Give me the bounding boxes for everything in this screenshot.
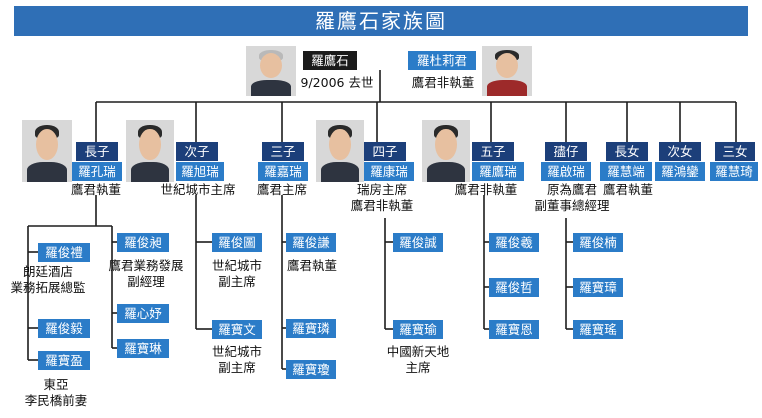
child-name: 羅啟瑞: [541, 162, 591, 181]
son1-photo: [22, 120, 72, 182]
child-role: 鷹君主席: [256, 182, 307, 197]
child-role: 世紀城市主席: [160, 182, 236, 197]
patriarch-photo: [246, 46, 296, 96]
child-role: 鷹君執董: [602, 182, 653, 197]
grandchild-name: 羅俊昶: [117, 233, 169, 252]
grandchild-name: 羅俊哲: [489, 278, 539, 297]
child-name: 羅慧琦: [710, 162, 758, 181]
grandchild-role: 鷹君執董: [286, 258, 337, 273]
grandchild-name: 羅俊謙: [286, 233, 336, 252]
grandchild-name: 羅俊羲: [489, 233, 539, 252]
child-tag: 四子: [364, 142, 406, 161]
child-tag: 次女: [659, 142, 701, 161]
child-tag: 長女: [606, 142, 648, 161]
child-role: 鷹君非執董: [454, 182, 518, 197]
child-name: 羅鷹瑞: [472, 162, 524, 181]
child-role: 瑞房主席 鷹君非執董: [350, 182, 414, 213]
child-role: 鷹君執董: [70, 182, 121, 197]
grandchild-role: 中國新天地 主席: [386, 344, 450, 375]
patriarch-note: 9/2006 去世: [300, 75, 374, 90]
grandchild-role: 朗廷酒店 業務拓展總監: [10, 264, 86, 295]
grandchild-name: 羅寶瑜: [393, 320, 443, 339]
patriarch-name: 羅鷹石: [303, 51, 357, 70]
grandchild-name: 羅寶恩: [489, 320, 539, 339]
grandchild-role: 世紀城市 副主席: [211, 344, 262, 375]
grandchild-name: 羅寶盈: [38, 351, 90, 370]
child-role: 原為鷹君 副董事總經理: [534, 182, 610, 213]
grandchild-name: 羅寶瓊: [286, 360, 336, 379]
son5-photo: [422, 120, 470, 182]
child-tag: 長子: [76, 142, 118, 161]
grandchild-name: 羅俊圖: [212, 233, 262, 252]
grandchild-name: 羅寶文: [212, 320, 262, 339]
child-name: 羅嘉瑞: [258, 162, 308, 181]
child-tag: 次子: [176, 142, 218, 161]
child-name: 羅鴻鑾: [655, 162, 705, 181]
child-tag: 孻仔: [545, 142, 587, 161]
grandchild-name: 羅寶琳: [117, 339, 169, 358]
grandchild-name: 羅俊毅: [38, 319, 90, 338]
grandchild-role: 鷹君業務發展 副經理: [108, 258, 184, 289]
matriarch-photo: [482, 46, 532, 96]
matriarch-name: 羅杜莉君: [408, 51, 476, 70]
grandchild-name: 羅心妤: [117, 304, 169, 323]
child-name: 羅慧端: [600, 162, 652, 181]
son2-photo: [126, 120, 174, 182]
grandchild-name: 羅俊楠: [573, 233, 623, 252]
grandchild-name: 羅寶璋: [573, 278, 623, 297]
child-tag: 三子: [262, 142, 304, 161]
child-name: 羅康瑞: [364, 162, 414, 181]
grandchild-role: 世紀城市 副主席: [211, 258, 262, 289]
child-tag: 五子: [472, 142, 514, 161]
grandchild-name: 羅俊禮: [38, 243, 90, 262]
grandchild-role: 東亞 李民橋前妻: [24, 377, 88, 408]
grandchild-name: 羅寶瑤: [573, 320, 623, 339]
son4-photo: [316, 120, 364, 182]
diagram-title: 羅鷹石家族圖: [14, 6, 748, 36]
matriarch-note: 鷹君非執董: [411, 75, 475, 90]
child-name: 羅旭瑞: [176, 162, 224, 181]
grandchild-name: 羅寶璘: [286, 319, 336, 338]
child-tag: 三女: [715, 142, 755, 161]
grandchild-name: 羅俊誠: [393, 233, 443, 252]
child-name: 羅孔瑞: [72, 162, 122, 181]
